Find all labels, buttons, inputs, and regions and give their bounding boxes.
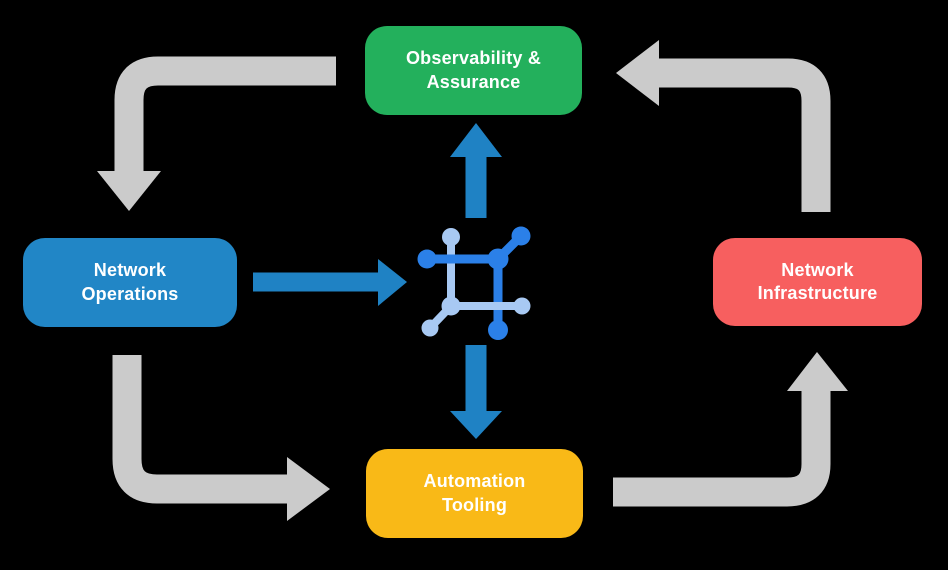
node-automation-tooling: Automation Tooling (366, 449, 583, 538)
arrow-fabric-to-automation (450, 345, 502, 439)
arrow-fabric-to-observability (450, 123, 502, 218)
arrow-automation-to-infrastructure (613, 352, 848, 507)
node-observability-assurance: Observability & Assurance (365, 26, 582, 115)
node-label: Network Operations (81, 260, 179, 304)
arrow-infrastructure-to-observability (616, 40, 831, 212)
network-fabric-icon (417, 226, 531, 340)
node-network-infrastructure: Network Infrastructure (713, 238, 922, 326)
node-label: Network Infrastructure (757, 259, 878, 303)
node-network-operations: Network Operations (23, 238, 237, 327)
arrow-observability-to-operations (97, 56, 336, 211)
node-label: Automation Tooling (423, 471, 526, 515)
node-label: Observability & Assurance (405, 48, 542, 92)
arrow-operations-to-fabric (253, 259, 407, 306)
arrow-operations-to-automation (112, 355, 330, 521)
